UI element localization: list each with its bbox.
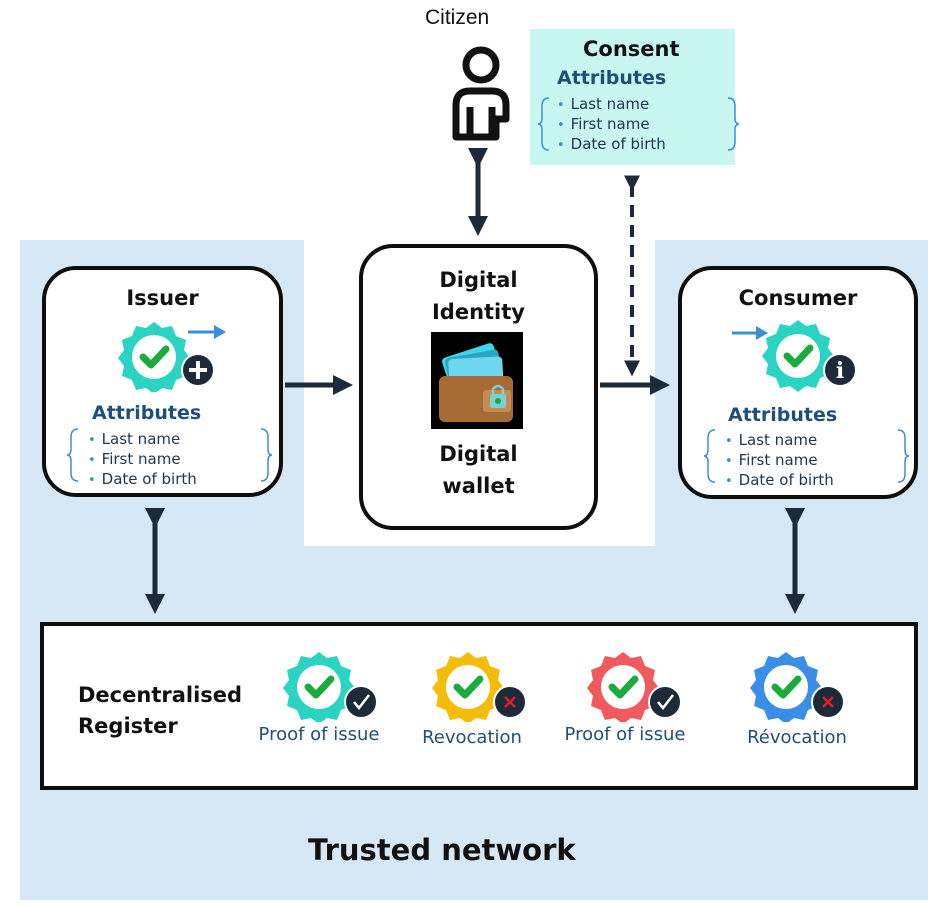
list-item: Last name (557, 95, 666, 115)
proof-of-issue-badge-icon (283, 652, 378, 722)
consumer-left-brace (703, 429, 716, 483)
issuer-attributes-list: Last name First name Date of birth (88, 430, 197, 490)
consent-attributes-title: Attributes (557, 67, 667, 89)
svg-text:i: i (836, 358, 844, 384)
consumer-attributes-list: Last name First name Date of birth (725, 431, 834, 491)
proof-of-issue-label: Proof of issue (258, 724, 380, 745)
citizen-person-icon (452, 46, 510, 141)
proof-of-issue-label-2: Proof of issue (564, 724, 686, 745)
list-item: First name (557, 115, 666, 135)
revocation-blue-badge-icon (750, 652, 845, 722)
revocation-badge-icon (432, 652, 527, 722)
wallet-subtitle-line2: wallet (442, 474, 515, 498)
issuer-attributes-title: Attributes (92, 402, 202, 424)
issuer-left-brace (66, 428, 79, 482)
wallet-subtitle-line1: Digital (439, 442, 518, 466)
consent-right-brace (727, 97, 740, 151)
issuer-right-brace (260, 428, 273, 482)
register-title-line2: Register (78, 714, 178, 738)
consumer-title: Consumer (738, 286, 858, 310)
wallet-title-line1: Digital (439, 268, 518, 292)
proof-of-issue-red-badge-icon (587, 652, 682, 722)
list-item: First name (88, 450, 197, 470)
consent-title: Consent (583, 37, 680, 61)
list-item: Date of birth (557, 135, 666, 155)
consent-left-brace (537, 97, 550, 151)
consumer-certificate-info-icon: i (732, 320, 857, 392)
list-item: Date of birth (88, 470, 197, 490)
issuer-title: Issuer (126, 286, 199, 310)
consent-attributes-list: Last name First name Date of birth (557, 95, 666, 155)
list-item: Last name (88, 430, 197, 450)
consumer-attributes-title: Attributes (728, 404, 838, 426)
list-item: Last name (725, 431, 834, 451)
wallet-icon (431, 332, 523, 429)
citizen-label: Citizen (425, 6, 490, 29)
register-title-line1: Decentralised (78, 683, 243, 707)
list-item: Date of birth (725, 471, 834, 491)
consumer-right-brace (897, 429, 910, 483)
wallet-title-line2: Identity (431, 300, 525, 324)
issuer-certificate-add-icon (118, 322, 226, 392)
revocation-label: Revocation (422, 727, 522, 748)
revocation-label-2: Révocation (747, 727, 847, 748)
trusted-network-label: Trusted network (308, 833, 576, 867)
list-item: First name (725, 451, 834, 471)
